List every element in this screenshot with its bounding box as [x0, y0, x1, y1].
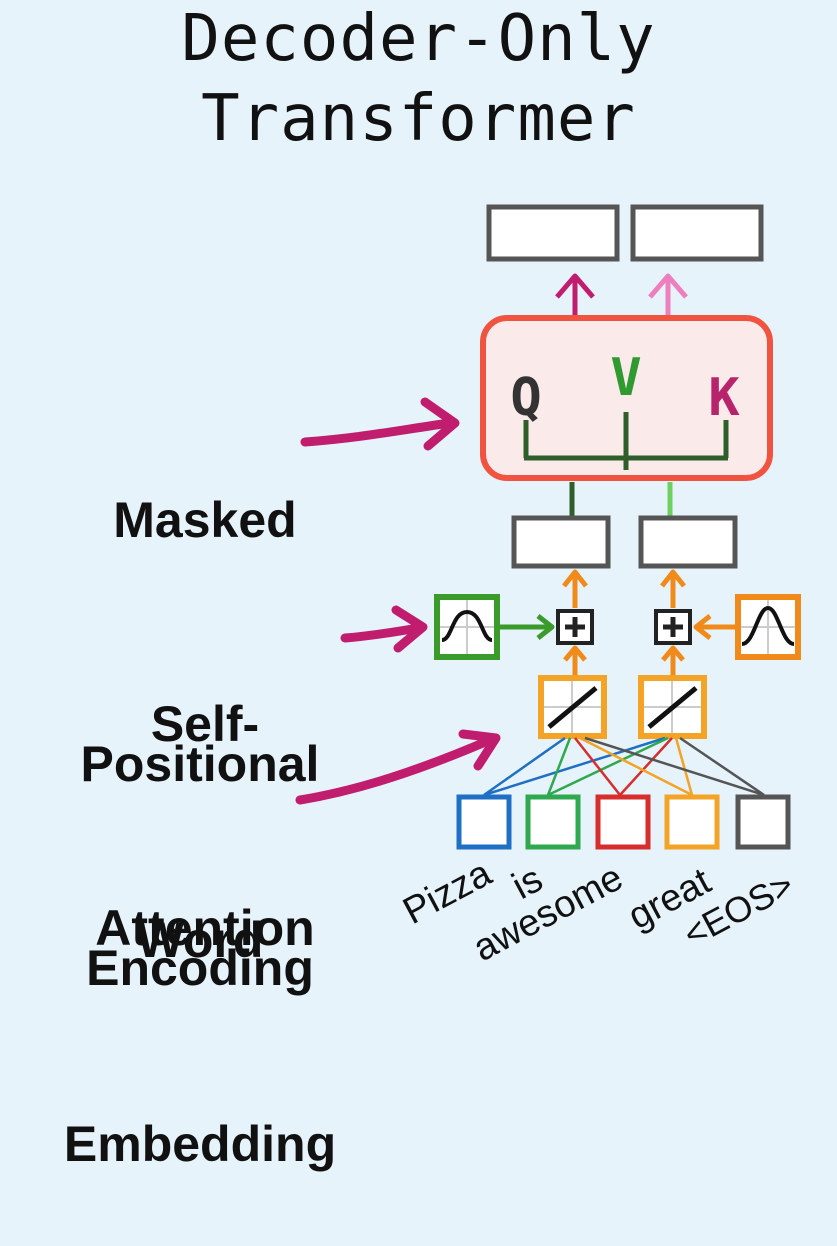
positional-sine-icon: [434, 594, 500, 660]
token-box-eos: [735, 794, 791, 850]
embedding-to-plus-arrow-1: [563, 645, 587, 676]
embedding-linear-icon: [538, 675, 607, 739]
word-embedding-pointer-arrow: [295, 729, 501, 805]
plus-to-box-arrow-1: [562, 569, 588, 608]
positional-label-line1: Positional: [80, 736, 320, 792]
token-box-pizza: [456, 794, 512, 850]
query-label: Q: [510, 368, 541, 428]
key-label: K: [708, 368, 740, 428]
diagram-title-line1: Decoder-Only: [181, 2, 656, 76]
encoded-box-2: [638, 515, 738, 569]
value-label: V: [610, 348, 641, 408]
token-label-pizza: Pizza: [397, 852, 500, 933]
output-box-2: [630, 204, 764, 262]
positional-green-arrow: [499, 614, 555, 640]
plus-icon: [556, 609, 594, 645]
token-box-is: [525, 794, 581, 850]
masked-label-line3: Attention: [95, 900, 315, 956]
token-box-great: [664, 794, 720, 850]
word-label-line2: Embedding: [63, 1116, 337, 1172]
qvk-connector-lines: [523, 412, 729, 470]
token-box-awesome: [595, 794, 651, 850]
encoded-box-1: [511, 515, 611, 569]
diagram-title-line2: Transformer: [201, 82, 636, 156]
masked-attention-pointer-arrow: [300, 397, 460, 451]
token-embedding-connections: [483, 736, 765, 797]
positional-pointer-arrow: [340, 605, 428, 653]
embedding-linear-icon: [638, 675, 707, 739]
output-box-1: [486, 204, 620, 262]
masked-self-attention-block: [480, 315, 773, 481]
plus-icon: [654, 609, 692, 645]
decoder-diagram: Q V K: [295, 204, 801, 966]
masked-self-attention-label: Masked Self- Attention: [60, 350, 350, 1030]
embedding-to-plus-arrow-2: [661, 645, 685, 676]
masked-label-line2: Self-: [150, 696, 260, 752]
token-label-awesome: awesome: [467, 857, 630, 966]
output-arrow-1: [555, 273, 595, 315]
plus-to-box-arrow-2: [660, 569, 686, 608]
output-arrow-2: [648, 273, 688, 315]
word-label-line1: Word: [136, 912, 264, 968]
positional-orange-arrow: [693, 614, 736, 640]
masked-label-line1: Masked: [113, 492, 297, 548]
positional-bell-icon: [735, 594, 801, 660]
